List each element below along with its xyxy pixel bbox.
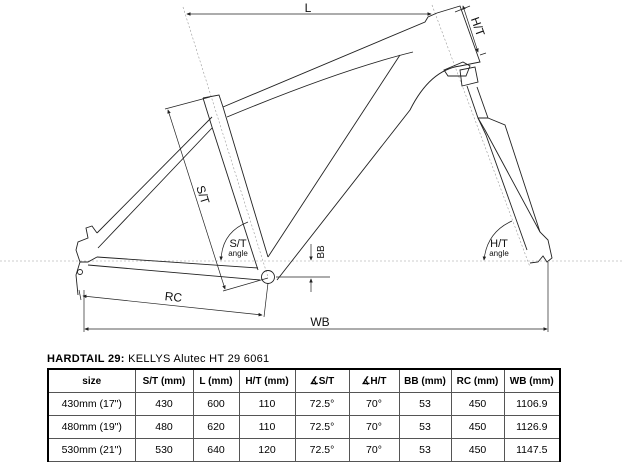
seat-tube-label: S/T: [193, 184, 212, 207]
table-cell: 53: [398, 392, 452, 416]
table-cell: 480: [134, 415, 194, 439]
model-name: KELLYS Alutec HT 29 6061: [124, 353, 270, 365]
table-cell: 53: [398, 438, 452, 462]
table-cell: 53: [398, 415, 452, 439]
column-header: WB (mm): [503, 368, 561, 393]
table-cell: 1126.9: [503, 415, 561, 439]
head-tube-label: H/T: [468, 15, 488, 39]
column-header: H/T (mm): [238, 368, 296, 393]
table-cell: 640: [192, 438, 240, 462]
table-cell: 110: [238, 415, 296, 439]
column-header: S/T (mm): [134, 368, 194, 393]
table-cell: 70°: [348, 415, 400, 439]
table-cell: 72.5°: [294, 392, 350, 416]
table-cell: 450: [450, 415, 505, 439]
bb-drop-label: BB: [316, 245, 327, 259]
table-cell: 620: [192, 415, 240, 439]
table-cell: 480mm (19"): [47, 415, 136, 439]
model-category: HARDTAIL 29:: [47, 353, 125, 365]
column-header: BB (mm): [398, 368, 452, 393]
table-cell: 70°: [348, 438, 400, 462]
column-header: L (mm): [192, 368, 240, 393]
table-cell: 430: [134, 392, 194, 416]
length-label: L: [305, 1, 312, 15]
table-cell: 430mm (17"): [47, 392, 136, 416]
head-angle-sublabel: angle: [489, 249, 509, 258]
bike-frame: [75, 5, 553, 296]
table-cell: 1106.9: [503, 392, 561, 416]
table-cell: 450: [450, 438, 505, 462]
table-cell: 120: [238, 438, 296, 462]
column-header: ∡H/T: [348, 368, 400, 393]
construction-lines: [0, 4, 624, 278]
table-cell: 530: [134, 438, 194, 462]
table-cell: 450: [450, 392, 505, 416]
table-cell: 72.5°: [294, 438, 350, 462]
wheelbase-label: WB: [310, 315, 329, 329]
rear-center-label: RC: [164, 289, 183, 305]
seat-angle-label: S/T: [229, 238, 246, 250]
table-cell: 70°: [348, 392, 400, 416]
table-cell: 600: [192, 392, 240, 416]
head-angle-label: H/T: [490, 238, 508, 250]
table-cell: 1147.5: [503, 438, 561, 462]
column-header: RC (mm): [450, 368, 505, 393]
column-header: size: [47, 368, 136, 393]
column-header: ∡S/T: [294, 368, 350, 393]
table-cell: 530mm (21"): [47, 438, 136, 462]
frame-geometry-diagram: L H/T S/T BB RC WB S/T angle H/T angle: [0, 1, 624, 332]
dimension-lines: [78, 5, 549, 332]
table-cell: 110: [238, 392, 296, 416]
seat-angle-sublabel: angle: [228, 249, 248, 258]
table-title: HARDTAIL 29: KELLYS Alutec HT 29 6061: [47, 353, 269, 365]
table-cell: 72.5°: [294, 415, 350, 439]
